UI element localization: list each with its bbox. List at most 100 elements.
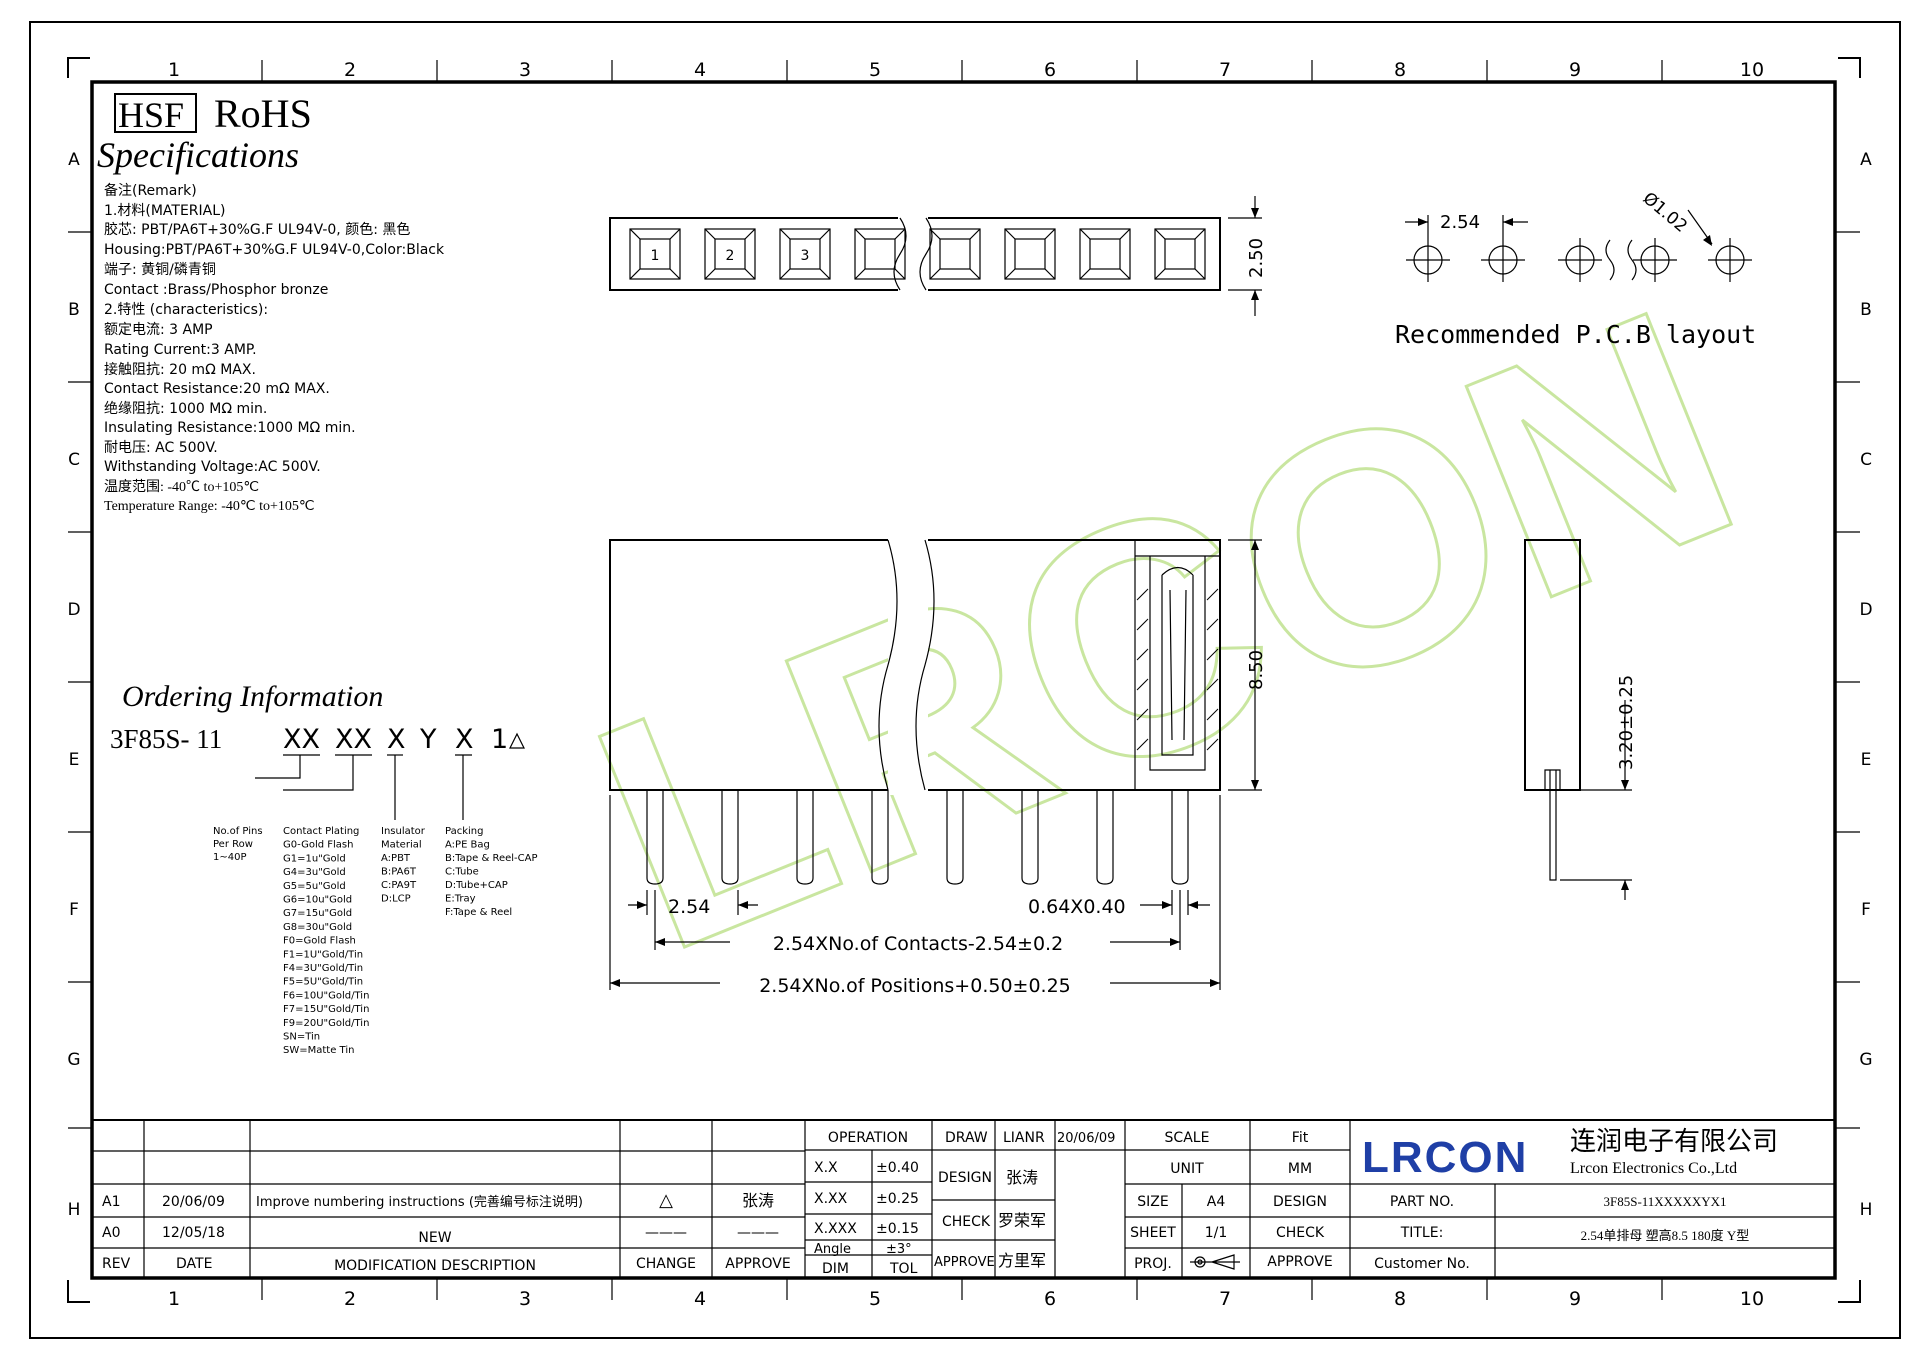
col-label: 5 [869, 59, 881, 81]
spec-line: 额定电流: 3 AMP [104, 322, 213, 338]
rev-desc: NEW [418, 1230, 451, 1246]
col-label: 9 [1569, 1288, 1581, 1310]
pin-number: 1 [651, 248, 660, 264]
dim-label: DIM [822, 1261, 849, 1277]
spec-line: 胶芯: PBT/PA6T+30%G.F UL94V-0, 颜色: 黑色 [104, 221, 410, 238]
rev-approve: 张涛 [742, 1191, 774, 1210]
plating-line: SW=Matte Tin [283, 1045, 354, 1056]
spec-line: Insulating Resistance:1000 MΩ min. [104, 420, 356, 436]
row-label: H [1860, 1200, 1873, 1220]
spec-line: Housing:PBT/PA6T+30%G.F UL94V-0,Color:Bl… [104, 242, 445, 258]
ordering-code-part: XX [283, 724, 320, 755]
part-no-value: 3F85S-11XXXXXYX1 [1603, 1194, 1726, 1209]
spec-line: Contact Resistance:20 mΩ MAX. [104, 381, 330, 397]
tol-value: ±0.25 [876, 1191, 919, 1207]
tol-value: ±0.40 [876, 1160, 919, 1176]
col-label: 4 [694, 59, 706, 81]
customer-label: Customer No. [1374, 1256, 1470, 1272]
col-label: 1 [168, 59, 180, 81]
spec-line: 绝缘阻抗: 1000 MΩ min. [104, 401, 267, 417]
title-label: TITLE: [1400, 1225, 1444, 1241]
spec-line: Rating Current:3 AMP. [104, 342, 257, 358]
insulator-line: D:LCP [381, 894, 411, 905]
scale-value: Fit [1292, 1130, 1309, 1146]
col-label: 5 [869, 1288, 881, 1310]
side-view: 3.20±0.25 [1524, 539, 1637, 900]
approve-label: APPROVE [934, 1255, 995, 1270]
row-label: F [1861, 900, 1871, 920]
row-label: B [1860, 300, 1872, 320]
packing-line: D:Tube+CAP [445, 880, 508, 891]
row-label: F [69, 900, 79, 920]
plating-line: F0=Gold Flash [283, 936, 356, 947]
col-label: 6 [1044, 1288, 1056, 1310]
plating-line: F6=10U"Gold/Tin [283, 990, 369, 1001]
unit-value: MM [1288, 1161, 1312, 1177]
pcb-pitch-dim: 2.54 [1440, 212, 1480, 233]
row-label: H [68, 1200, 81, 1220]
rev-header: MODIFICATION DESCRIPTION [334, 1258, 536, 1274]
scale-label: SCALE [1165, 1130, 1210, 1146]
col-label: 9 [1569, 59, 1581, 81]
packing-line: B:Tape & Reel-CAP [445, 853, 538, 864]
col-label: 6 [1044, 59, 1056, 81]
pin-number: 2 [726, 248, 735, 264]
rev-date: 12/05/18 [162, 1225, 225, 1241]
plating-line: F5=5U"Gold/Tin [283, 977, 363, 988]
tol-dim: X.X [814, 1160, 838, 1176]
ordering-code-part: XX [335, 724, 372, 755]
ordering-code-part: Y [419, 724, 437, 755]
rev-header: REV [102, 1256, 131, 1272]
front-positions-dim: 2.54XNo.of Positions+0.50±0.25 [759, 975, 1071, 997]
rev-header: DATE [176, 1256, 212, 1272]
ordering-code-part: X [455, 724, 474, 755]
company-logo: LRCON [1362, 1133, 1528, 1182]
spec-line: Temperature Range: -40℃ to+105℃ [104, 499, 315, 514]
check-name: 罗荣军 [998, 1211, 1046, 1230]
plating-line: F9=20U"Gold/Tin [283, 1018, 369, 1029]
spec-line: 温度范围: -40℃ to+105℃ [104, 478, 259, 495]
insulator-line: B:PA6T [381, 867, 417, 878]
col-label: 2 [344, 59, 356, 81]
col-label: 7 [1219, 1288, 1231, 1310]
top-view: 1 2 3 2.50 [609, 196, 1267, 316]
col-label: 8 [1394, 1288, 1406, 1310]
tol-label: TOL [889, 1261, 918, 1277]
draw-label: DRAW [945, 1130, 988, 1146]
sheet-value: 1/1 [1205, 1225, 1228, 1241]
ordering-title: Ordering Information [122, 680, 383, 713]
col-label: 4 [694, 1288, 706, 1310]
spec-line: Withstanding Voltage:AC 500V. [104, 459, 321, 475]
tol-dim: X.XX [814, 1191, 848, 1207]
spec-line: Contact :Brass/Phosphor bronze [104, 282, 328, 298]
rev-change: △ [659, 1190, 673, 1211]
row-label: E [69, 750, 80, 770]
rev-header: APPROVE [725, 1256, 790, 1272]
projection-symbol-icon [1190, 1254, 1240, 1270]
rev-cell: A1 [102, 1194, 120, 1210]
col-label: 10 [1740, 1288, 1764, 1310]
packing-line: F:Tape & Reel [445, 907, 512, 918]
insulator-line: A:PBT [381, 853, 411, 864]
size-value: A4 [1207, 1194, 1226, 1210]
tol-dim: Angle [814, 1242, 851, 1257]
design-name: 张涛 [1006, 1168, 1038, 1187]
front-view: 8.50 2.54 0.64X0.40 2.54XNo.of Contacts-… [609, 535, 1267, 997]
spec-line: 端子: 黄铜/磷青铜 [104, 261, 216, 278]
hsf-label: HSF [118, 95, 184, 135]
design-label: DESIGN [938, 1170, 992, 1186]
outer-border [29, 21, 1901, 1339]
plating-line: G1=1u"Gold [283, 853, 346, 864]
pins-line: 1~40P [213, 852, 247, 863]
approve2-label: APPROVE [1267, 1254, 1332, 1270]
title-block: A1 20/06/09 Improve numbering instructio… [91, 1119, 1836, 1279]
front-pitch-dim: 2.54 [668, 896, 710, 918]
col-label: 7 [1219, 59, 1231, 81]
check2-label: CHECK [1276, 1225, 1325, 1241]
plating-line: F4=3U"Gold/Tin [283, 963, 363, 974]
spec-line: 1.材料(MATERIAL) [104, 203, 225, 219]
approve-name: 方里军 [998, 1251, 1046, 1270]
insulator-line: Insulator [381, 826, 426, 837]
insulator-line: C:PA9T [381, 880, 417, 891]
plating-line: G0-Gold Flash [283, 840, 353, 851]
